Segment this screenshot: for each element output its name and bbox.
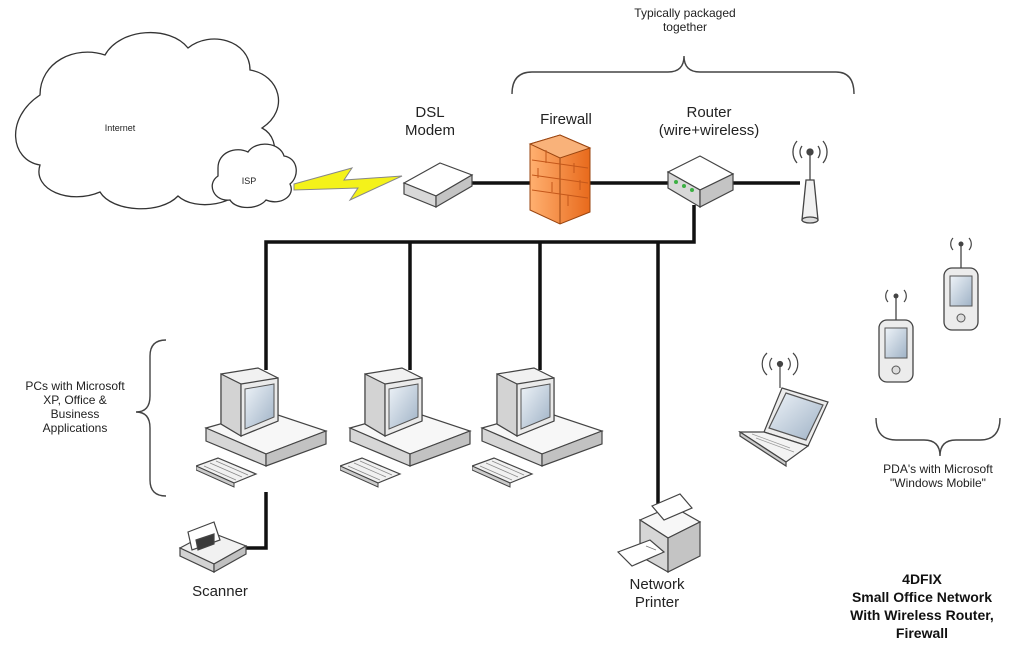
- network-printer-icon: [616, 493, 702, 574]
- title-line-3: With Wireless Router,: [850, 606, 994, 623]
- title-line-2: Small Office Network: [851, 588, 993, 605]
- title-line-1: 4DFIX: [902, 571, 942, 587]
- cable-router-backbone: [264, 205, 696, 370]
- dsl-modem-icon: [402, 162, 474, 209]
- pc-1-icon: [196, 367, 327, 488]
- pc-2-icon: [340, 367, 471, 488]
- isp-cloud: [211, 143, 297, 209]
- diagram-title: 4DFIX Small Office Network With Wireless…: [824, 571, 1020, 643]
- pda-note: PDA's with Microsoft "Windows Mobile": [883, 462, 993, 491]
- pda-1-icon: [878, 289, 914, 383]
- packaged-bracket: [511, 55, 855, 95]
- dsl-modem-label: DSL Modem: [404, 104, 456, 139]
- network-printer-label: Network Printer: [629, 576, 685, 611]
- dsl-link-bolt: [293, 167, 403, 202]
- router-label: Router (wire+wireless): [658, 104, 760, 139]
- pc-3-icon: [472, 367, 603, 488]
- pcs-bracket: [135, 339, 167, 497]
- title-line-4: Firewall: [895, 624, 949, 641]
- pda-bracket: [875, 417, 1001, 457]
- firewall-icon: [528, 134, 592, 225]
- firewall-label: Firewall: [540, 111, 592, 128]
- isp-label: ISP: [241, 176, 257, 186]
- network-cables: [224, 181, 800, 550]
- router-icon: [666, 155, 735, 209]
- packaged-note: Typically packaged together: [634, 6, 736, 35]
- scanner-label: Scanner: [192, 583, 248, 600]
- laptop-icon: [737, 352, 829, 468]
- pda-2-icon: [943, 237, 979, 331]
- pcs-note: PCs with Microsoft XP, Office & Business…: [25, 379, 125, 436]
- internet-label: Internet: [104, 123, 136, 133]
- scanner-icon: [178, 521, 248, 574]
- wireless-antenna-icon: [792, 140, 828, 224]
